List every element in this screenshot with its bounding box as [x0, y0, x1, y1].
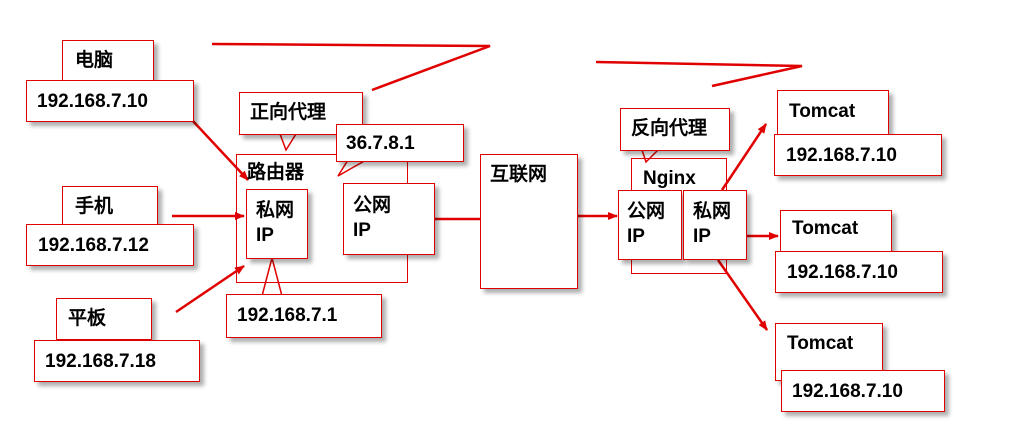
public-ip-value: 36.7.8.1: [346, 133, 415, 154]
public-ip-callout: [336, 124, 464, 162]
tomcat-1-ip-box: [774, 134, 942, 176]
public-ip-callout-pointer: [337, 159, 367, 177]
nginx-private-ip-label: 私网 IP: [693, 201, 732, 247]
nginx-public-ip-box: [618, 190, 682, 260]
tomcat-2-label: Tomcat: [792, 218, 859, 239]
tablet-label-box: [56, 298, 152, 340]
internet-label: 互联网: [490, 164, 548, 185]
flow-direction-arrow-1: [211, 42, 491, 92]
phone-label-box: [62, 186, 158, 228]
nginx-label: Nginx: [643, 168, 696, 189]
computer-label-box: [62, 40, 154, 82]
internet-box: [480, 154, 578, 289]
forward-proxy-label: 正向代理: [250, 102, 327, 123]
tablet-label: 平板: [68, 308, 107, 329]
router-public-ip-label: 公网 IP: [353, 195, 392, 241]
tomcat-2-ip: 192.168.7.10: [787, 262, 898, 283]
flow-direction-arrow-2: [595, 60, 803, 88]
computer-label: 电脑: [75, 50, 114, 71]
lan-ip-callout: [226, 294, 382, 338]
tomcat-2-ip-box: [775, 251, 943, 293]
nginx-to-tomcat-1-arrow: [720, 123, 768, 191]
tablet-ip: 192.168.7.18: [45, 351, 156, 372]
tomcat-1-label: Tomcat: [789, 101, 856, 122]
router-lan-ip: 192.168.7.1: [237, 305, 338, 326]
tomcat-1-ip: 192.168.7.10: [786, 145, 897, 166]
nginx-public-ip-label: 公网 IP: [627, 201, 666, 247]
tomcat-2-label-box: [780, 210, 892, 255]
phone-ip-box: [26, 224, 194, 266]
reverse-proxy-callout-pointer: [641, 149, 659, 164]
tomcat-3-label: Tomcat: [787, 333, 854, 354]
phone-label: 手机: [75, 196, 114, 217]
nginx-private-ip-box: [683, 190, 747, 260]
phone-ip: 192.168.7.12: [38, 235, 149, 256]
router-public-ip-box: [343, 183, 435, 255]
computer-ip: 192.168.7.10: [37, 91, 148, 112]
router-private-ip-box: [246, 189, 308, 259]
computer-to-router-arrow: [191, 119, 249, 181]
tablet-to-router-arrow: [175, 264, 245, 314]
reverse-proxy-label: 反向代理: [631, 118, 708, 139]
reverse-proxy-callout: [620, 108, 730, 151]
router-private-ip-label: 私网 IP: [256, 200, 295, 246]
computer-ip-box: [26, 80, 194, 122]
tablet-ip-box: [34, 340, 200, 382]
tomcat-3-ip: 192.168.7.10: [792, 381, 903, 402]
tomcat-3-ip-box: [781, 370, 945, 412]
forward-proxy-callout-pointer: [279, 133, 297, 152]
router-label: 路由器: [247, 162, 305, 183]
